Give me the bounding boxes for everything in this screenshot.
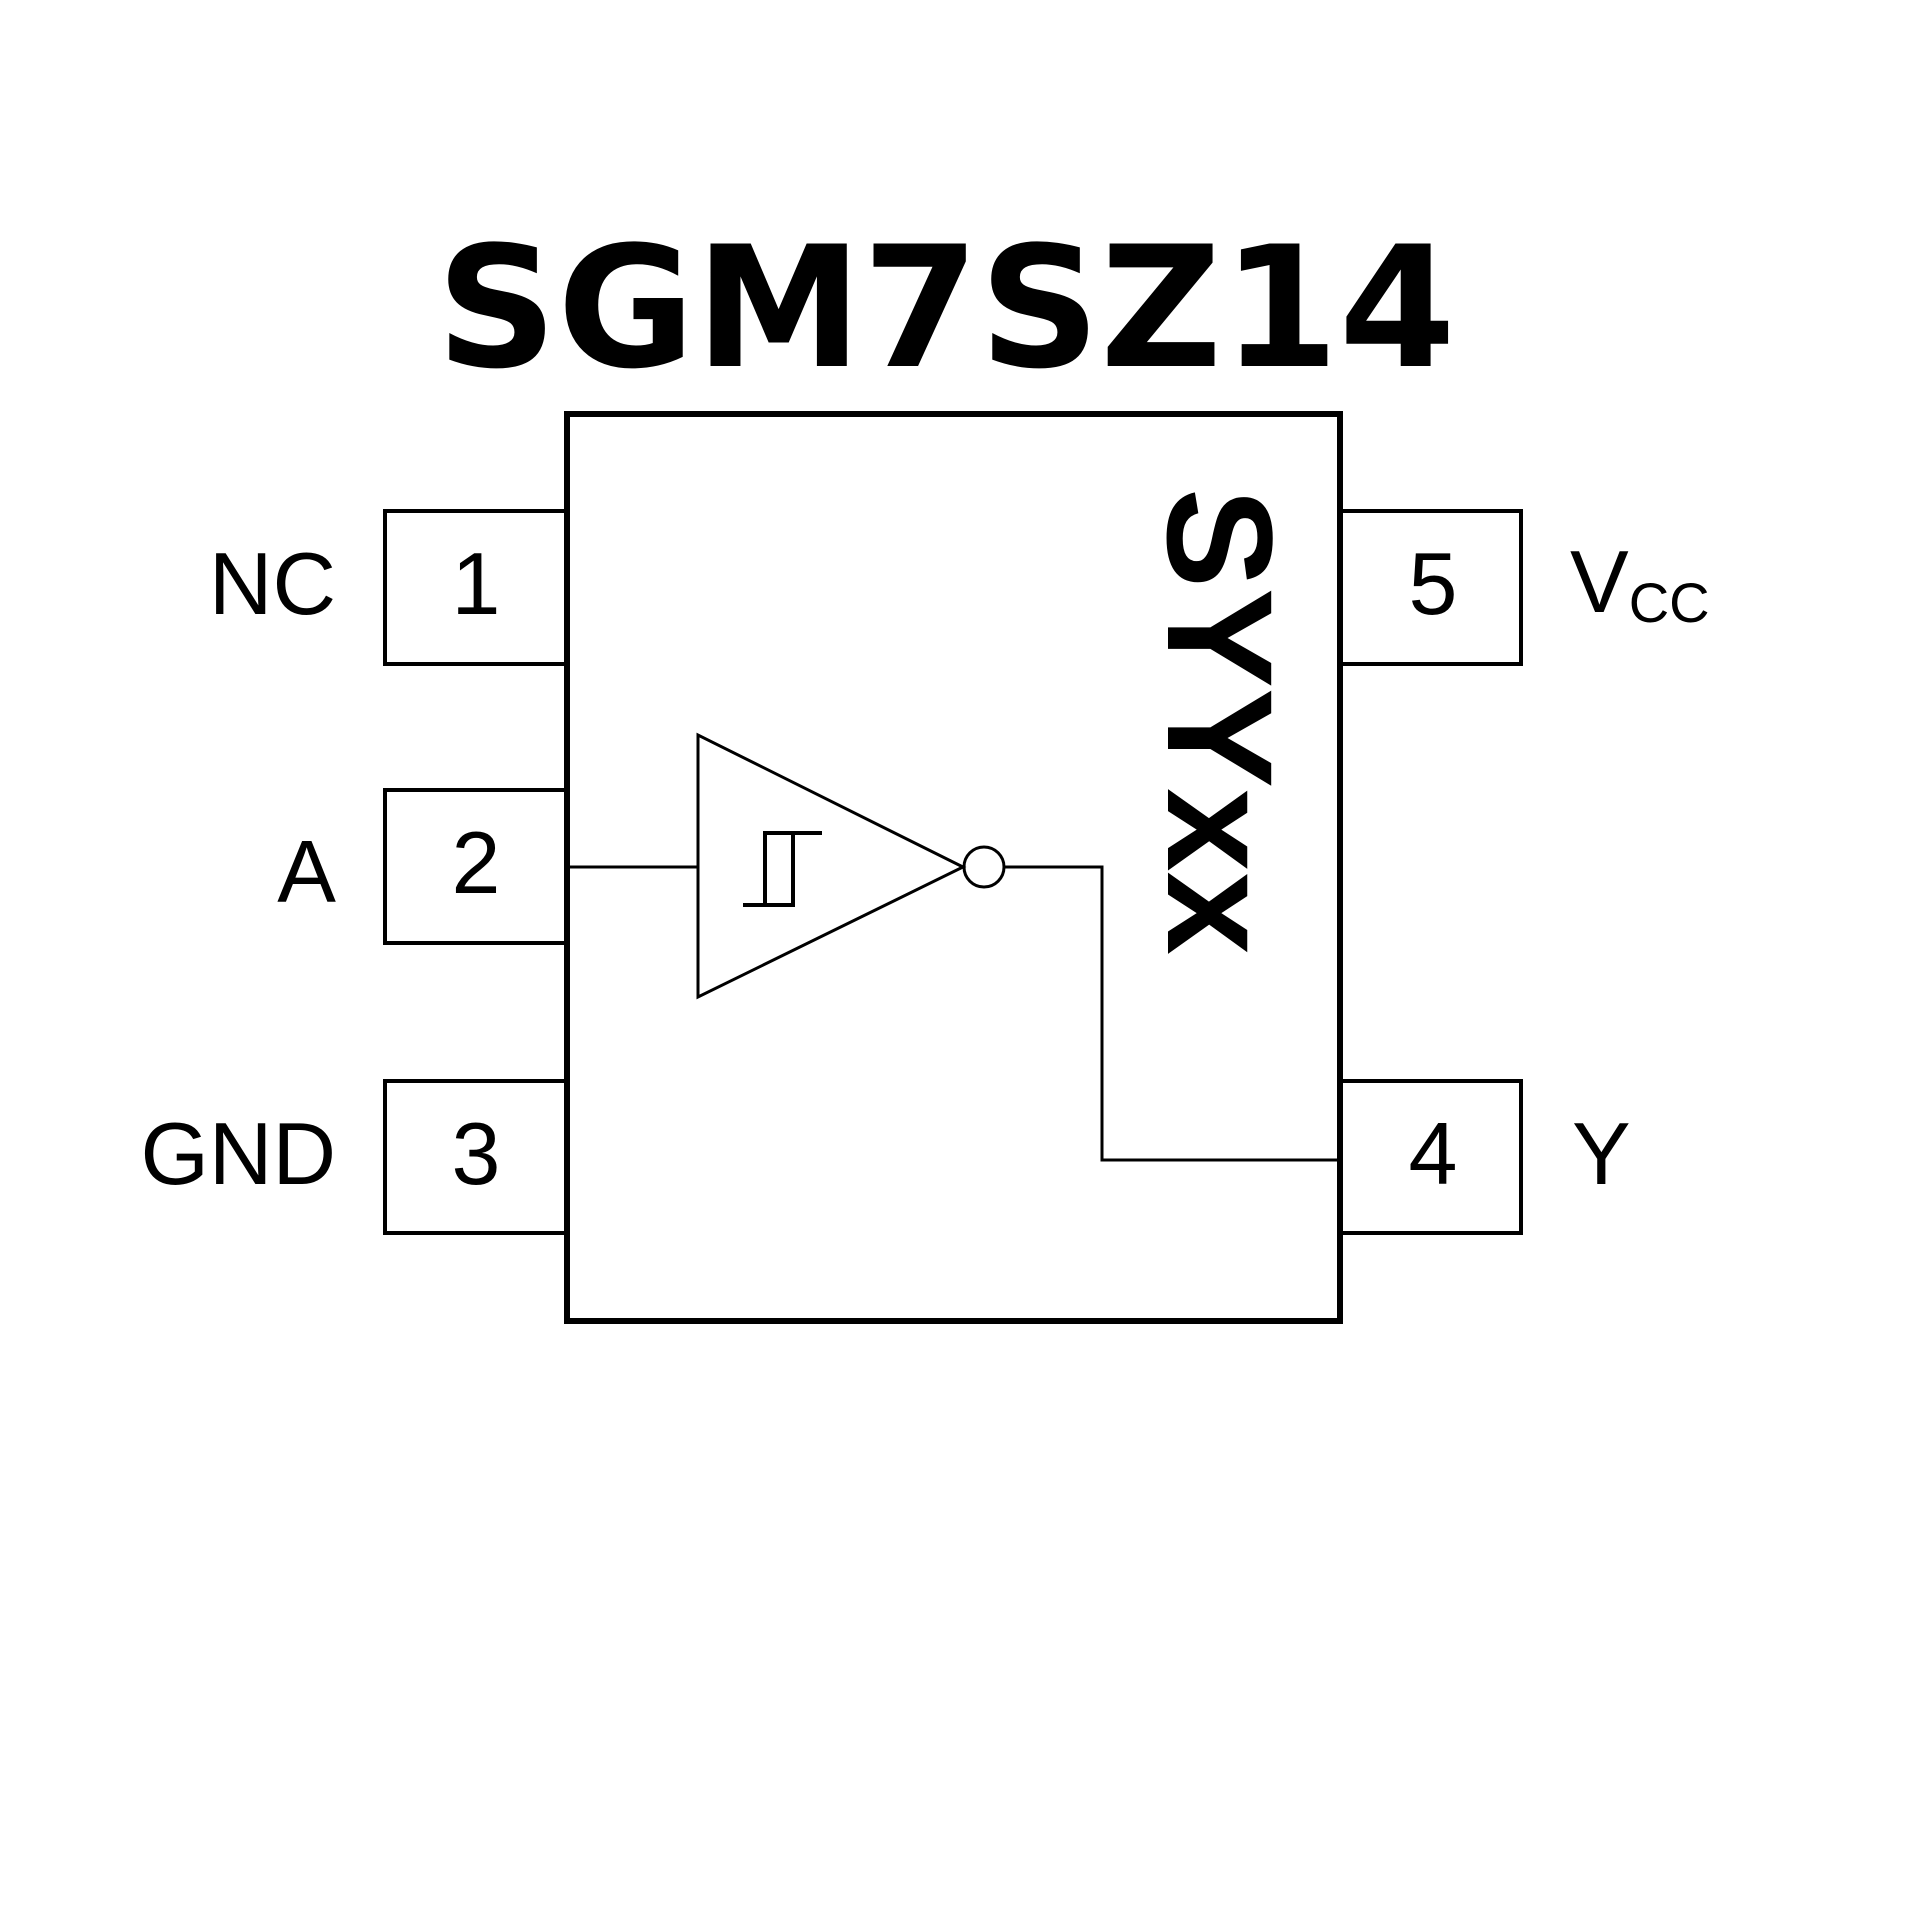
package-body: [564, 411, 1343, 1324]
pin-3-number: 3: [452, 1104, 501, 1203]
pin-1-pad: [383, 509, 567, 666]
pin-3-name: GND: [140, 1104, 336, 1203]
schmitt-inverter-gate: [696, 732, 1006, 1000]
output-wire: [1004, 865, 1340, 1162]
buffer-triangle: [696, 732, 967, 1000]
pin-1: 1 NC: [209, 509, 567, 666]
package-marking: SYYxx: [1136, 488, 1304, 955]
part-number-title: SGM7SZ14: [436, 210, 1456, 406]
pin-3-pad: [383, 1079, 567, 1235]
pin-4-pad: [1340, 1079, 1523, 1235]
hysteresis-icon-outer: [743, 831, 822, 907]
pin-5: 5 VCC: [1340, 509, 1710, 666]
pin-2-number: 2: [452, 813, 501, 912]
pin-4-name: Y: [1572, 1104, 1631, 1203]
pin-1-number: 1: [452, 534, 501, 633]
hysteresis-icon-inner: [763, 831, 795, 905]
pin-5-number: 5: [1409, 534, 1458, 633]
inversion-bubble-icon: [962, 845, 1006, 889]
pin-5-name-main: V: [1570, 532, 1629, 631]
pin-5-pad: [1340, 509, 1523, 666]
pin-2-pad: [383, 788, 567, 945]
pin-4: 4 Y: [1340, 1079, 1631, 1235]
pin-2: 2 A: [277, 788, 567, 945]
pin-3: 3 GND: [140, 1079, 567, 1235]
pin-1-name: NC: [209, 534, 336, 633]
pin-5-name-subscript: CC: [1629, 571, 1710, 634]
pin-5-name: VCC: [1570, 532, 1710, 634]
pin-2-name: A: [277, 822, 336, 921]
pin-4-number: 4: [1409, 1104, 1458, 1203]
